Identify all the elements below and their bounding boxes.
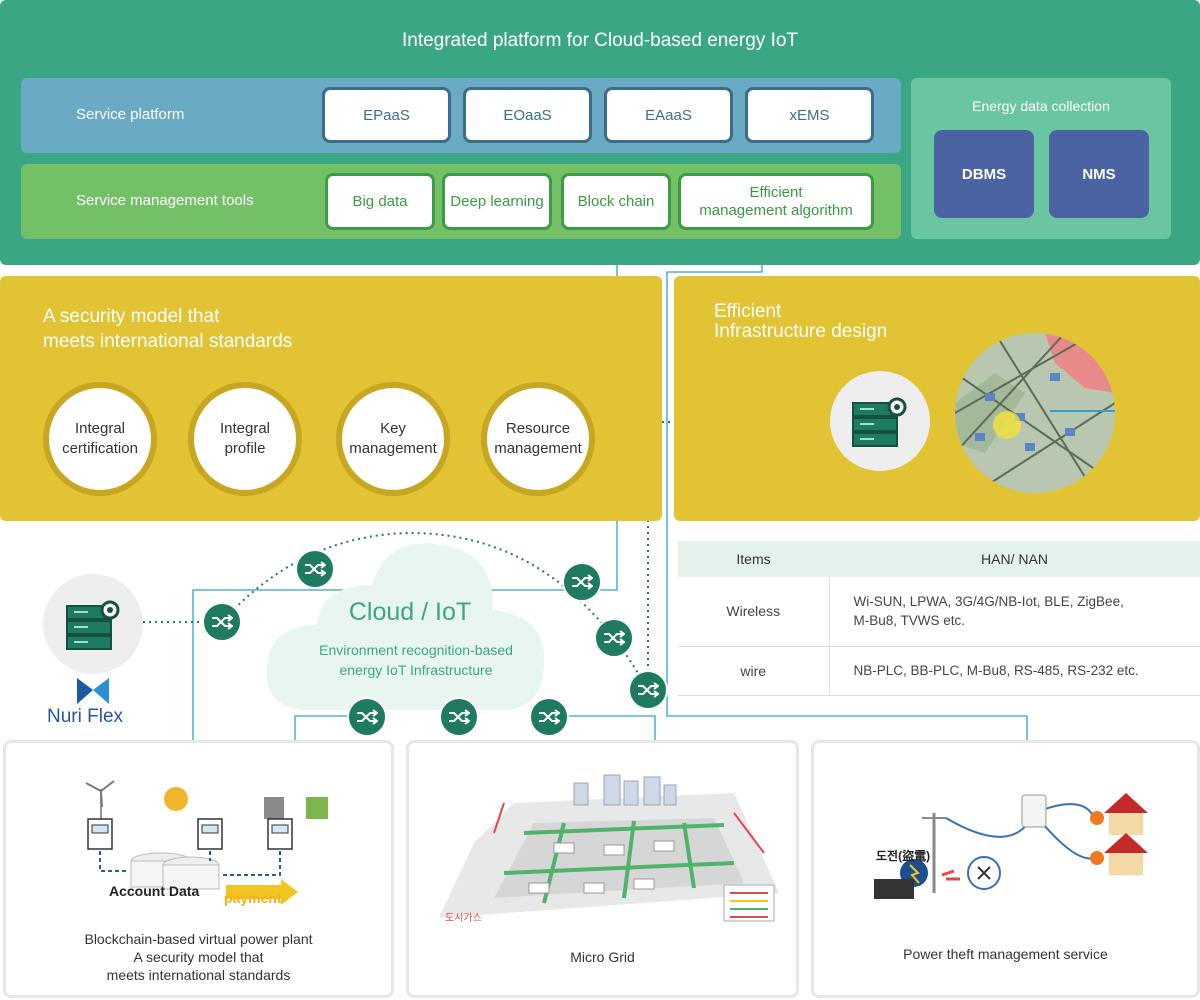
power-theft-card[interactable]: 도전(盜電) Power theft management service bbox=[811, 740, 1200, 998]
xems-box[interactable]: xEMS bbox=[745, 87, 874, 143]
infrastructure-server-icon bbox=[830, 371, 930, 471]
big-data-box[interactable]: Big data bbox=[325, 173, 435, 230]
table-row: Wireless Wi-SUN, LPWA, 3G/4G/NB-Iot, BLE… bbox=[678, 577, 1200, 647]
cloud-iot-title: Cloud / IoT bbox=[348, 598, 472, 626]
security-title: A security model that meets internationa… bbox=[43, 306, 293, 352]
energy-data-collection-title: Energy data collection bbox=[972, 98, 1110, 114]
table-cell-value: Wi-SUN, LPWA, 3G/4G/NB-Iot, BLE, ZigBee,… bbox=[829, 577, 1200, 647]
shuffle-node-icon bbox=[295, 549, 335, 589]
theft-label: 도전(盜電) bbox=[876, 849, 931, 863]
energy-data-collection-panel: Energy data collection DBMS NMS bbox=[911, 78, 1171, 239]
dotted-arc bbox=[221, 531, 649, 691]
shuffle-node-icon bbox=[439, 697, 479, 737]
shuffle-node-icon bbox=[347, 697, 387, 737]
payment-label: payment bbox=[224, 890, 282, 906]
shuffle-node-icon bbox=[594, 618, 634, 658]
vpp-illustration bbox=[85, 780, 328, 905]
nuriflex-logo-icon bbox=[77, 678, 109, 704]
key-management-circle[interactable]: Key management bbox=[336, 382, 450, 496]
table-row: wire NB-PLC, BB-PLC, M-Bu8, RS-485, RS-2… bbox=[678, 646, 1200, 696]
cloud-iot-subtitle: Environment recognition-based energy IoT… bbox=[319, 642, 513, 678]
microgrid-card[interactable]: 도시가스 Micro Grid bbox=[406, 740, 799, 998]
shuffle-node-icon bbox=[202, 602, 242, 642]
microgrid-caption: Micro Grid bbox=[570, 949, 635, 965]
dbms-box[interactable]: DBMS bbox=[934, 130, 1034, 218]
platform-title: Integrated platform for Cloud-based ener… bbox=[401, 30, 799, 51]
microgrid-illustration bbox=[439, 774, 779, 922]
service-platform-label: Service platform bbox=[76, 106, 185, 123]
nuriflex-server-icon bbox=[43, 574, 143, 674]
nuriflex-logo-text: Nuri Flex bbox=[47, 706, 124, 727]
power-theft-caption: Power theft management service bbox=[903, 946, 1108, 962]
service-management-label: Service management tools bbox=[76, 192, 254, 209]
efficient-algorithm-box[interactable]: Efficient management algorithm bbox=[678, 173, 874, 230]
shuffle-node-icon bbox=[628, 670, 668, 710]
connector-efficient-algorithm bbox=[666, 238, 1028, 785]
table-header-items: Items bbox=[678, 541, 829, 577]
service-platform-row: Service platform EPaaS EOaaS EAaaS xEMS bbox=[21, 78, 901, 153]
table-header-han-nan: HAN/ NAN bbox=[829, 541, 1200, 577]
table-cell-value: NB-PLC, BB-PLC, M-Bu8, RS-485, RS-232 et… bbox=[829, 646, 1200, 696]
service-management-row: Service management tools Big data Deep l… bbox=[21, 164, 901, 239]
eaaas-box[interactable]: EAaaS bbox=[604, 87, 733, 143]
resource-management-circle[interactable]: Resource management bbox=[481, 382, 595, 496]
nms-box[interactable]: NMS bbox=[1049, 130, 1149, 218]
integral-certification-circle[interactable]: Integral certification bbox=[43, 382, 157, 496]
network-table: Items HAN/ NAN Wireless Wi-SUN, LPWA, 3G… bbox=[678, 541, 1200, 696]
account-data-label: Account Data bbox=[109, 883, 200, 899]
table-cell-item: Wireless bbox=[678, 577, 830, 647]
infrastructure-design-panel: Efficient Infrastructure design bbox=[674, 276, 1200, 521]
block-chain-box[interactable]: Block chain bbox=[561, 173, 671, 230]
infrastructure-title: Efficient Infrastructure design bbox=[714, 301, 888, 342]
deep-learning-box[interactable]: Deep learning bbox=[442, 173, 552, 230]
power-theft-illustration bbox=[874, 793, 1148, 899]
table-cell-item: wire bbox=[678, 646, 830, 696]
shuffle-node-icon bbox=[562, 562, 602, 602]
security-model-panel: A security model that meets internationa… bbox=[0, 276, 662, 521]
table-header-row: Items HAN/ NAN bbox=[678, 541, 1200, 577]
integral-profile-circle[interactable]: Integral profile bbox=[188, 382, 302, 496]
vpp-card[interactable]: Account Data payment Blockchain-based vi… bbox=[3, 740, 394, 998]
vpp-caption: Blockchain-based virtual power plant A s… bbox=[84, 931, 313, 983]
eoaas-box[interactable]: EOaaS bbox=[463, 87, 592, 143]
infrastructure-map-image bbox=[955, 333, 1115, 493]
city-gas-label: 도시가스 bbox=[445, 913, 482, 924]
cloud-shape bbox=[266, 543, 545, 710]
epaas-box[interactable]: EPaaS bbox=[322, 87, 451, 143]
shuffle-node-icon bbox=[529, 697, 569, 737]
